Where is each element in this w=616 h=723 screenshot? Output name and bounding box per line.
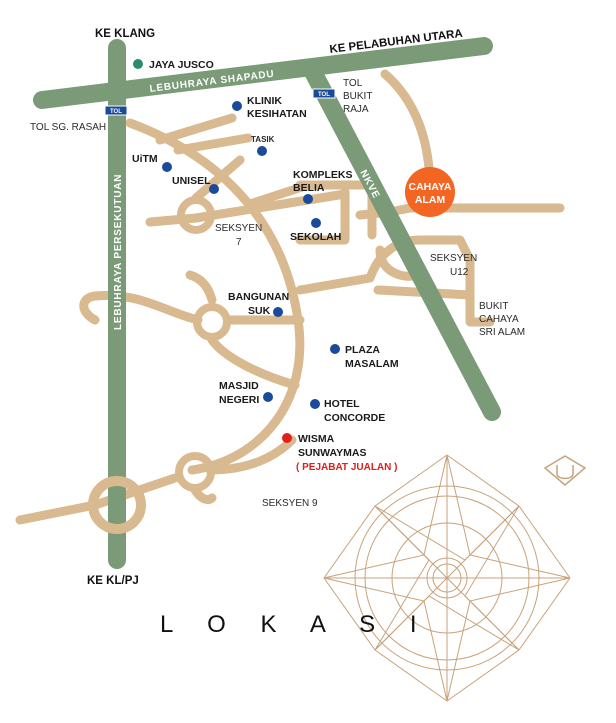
roundabout-seksyen7 [177, 196, 215, 234]
toll-sg-rasah-label: TOL SG. RASAH [30, 122, 106, 133]
road-seksyen7-east [145, 189, 350, 227]
label-tasik: TASIK [251, 135, 275, 144]
roundabout-south [175, 452, 215, 492]
marker-hotel[interactable] [310, 399, 320, 409]
road-sekolah-loop [295, 187, 350, 245]
page-title: L O K A S I [160, 611, 431, 638]
label-plaza-1: PLAZA [345, 344, 380, 356]
area-bukit-cahaya-1: BUKIT [479, 301, 508, 312]
label-pejabat-jualan: ( PEJABAT JUALAN ) [296, 462, 397, 473]
area-seksyen7-1: SEKSYEN [215, 223, 262, 234]
marker-klinik[interactable] [232, 101, 242, 111]
marker-tasik[interactable] [257, 146, 267, 156]
road-upper-2 [173, 133, 253, 155]
highway-persekutuan-label: LEBUHRAYA PERSEKUTUAN [113, 174, 124, 330]
label-wisma-1: WISMA [298, 433, 335, 445]
marker-kompleks[interactable] [303, 194, 313, 204]
label-hotel-2: CONCORDE [324, 412, 385, 424]
local-roads [15, 69, 565, 525]
marker-uitm[interactable] [162, 162, 172, 172]
area-seksyen7-2: 7 [236, 237, 242, 248]
label-plaza-2: MASALAM [345, 358, 399, 370]
label-unisel: UNISEL [172, 175, 211, 187]
road-to-south-roundabout [205, 435, 297, 475]
road-to-kompleks [245, 181, 310, 209]
road-branch-east [355, 203, 565, 220]
highways [33, 37, 501, 569]
label-klinik-1: KLINIK [247, 95, 282, 107]
label-uitm: UiTM [132, 153, 158, 165]
label-masjid-2: NEGERI [219, 394, 259, 406]
area-seksyenU12-1: SEKSYEN [430, 253, 477, 264]
road-mid-north [185, 270, 217, 305]
roundabouts [175, 196, 231, 492]
area-seksyenU12-2: U12 [450, 267, 469, 278]
road-mid-west [79, 290, 203, 325]
developer-logo-icon [543, 455, 587, 486]
destination-marker[interactable] [405, 167, 455, 217]
label-jaya-jusco: JAYA JUSCO [149, 59, 214, 71]
marker-bangunan[interactable] [273, 307, 283, 317]
toll-bukit-raja-label-3: RAJA [343, 104, 369, 115]
area-seksyen9: SEKSYEN 9 [262, 498, 318, 509]
road-mid-south [207, 335, 300, 390]
label-hotel-1: HOTEL [324, 398, 360, 410]
toll-bukit-raja-label-2: BUKIT [343, 91, 372, 102]
destination-label-2: ALAM [415, 194, 446, 206]
label-wisma-2: SUNWAYMAS [298, 447, 366, 459]
marker-jaya-jusco[interactable] [133, 59, 143, 69]
marker-sekolah[interactable] [311, 218, 321, 228]
toll-badge-bukit-raja: TOL [312, 88, 336, 99]
marker-unisel[interactable] [209, 184, 219, 194]
area-bukit-cahaya-2: CAHAYA [479, 314, 519, 325]
toll-bukit-raja-label-1: TOL [343, 78, 363, 89]
marker-wisma[interactable] [282, 433, 292, 443]
label-sekolah: SEKOLAH [290, 231, 341, 243]
marker-masjid[interactable] [263, 392, 273, 402]
svg-text:TOL: TOL [318, 92, 330, 98]
roundabout-suk [193, 303, 231, 341]
label-masjid-1: MASJID [219, 380, 259, 392]
direction-ke-klang: KE KLANG [95, 28, 155, 40]
label-kompleks-1: KOMPLEKS [293, 169, 353, 181]
compass-rose [323, 454, 571, 702]
place-markers [133, 59, 340, 443]
label-bangunan-2: SUK [248, 305, 271, 317]
area-bukit-cahaya-3: SRI ALAM [479, 327, 525, 338]
marker-plaza[interactable] [330, 344, 340, 354]
destination-label-1: CAHAYA [409, 181, 452, 193]
label-bangunan-1: BANGUNAN [228, 291, 289, 303]
toll-badge-sg-rasah: TOL [104, 105, 128, 116]
roundabout-persekutuan [88, 476, 146, 534]
direction-ke-kl: KE KL/PJ [87, 575, 139, 587]
road-seksyen7-north [191, 155, 245, 203]
svg-text:TOL: TOL [110, 109, 122, 115]
label-klinik-2: KESIHATAN [247, 108, 307, 120]
label-kompleks-2: BELIA [293, 182, 325, 194]
highway-nkve [303, 61, 501, 421]
road-upper-1 [155, 113, 237, 145]
